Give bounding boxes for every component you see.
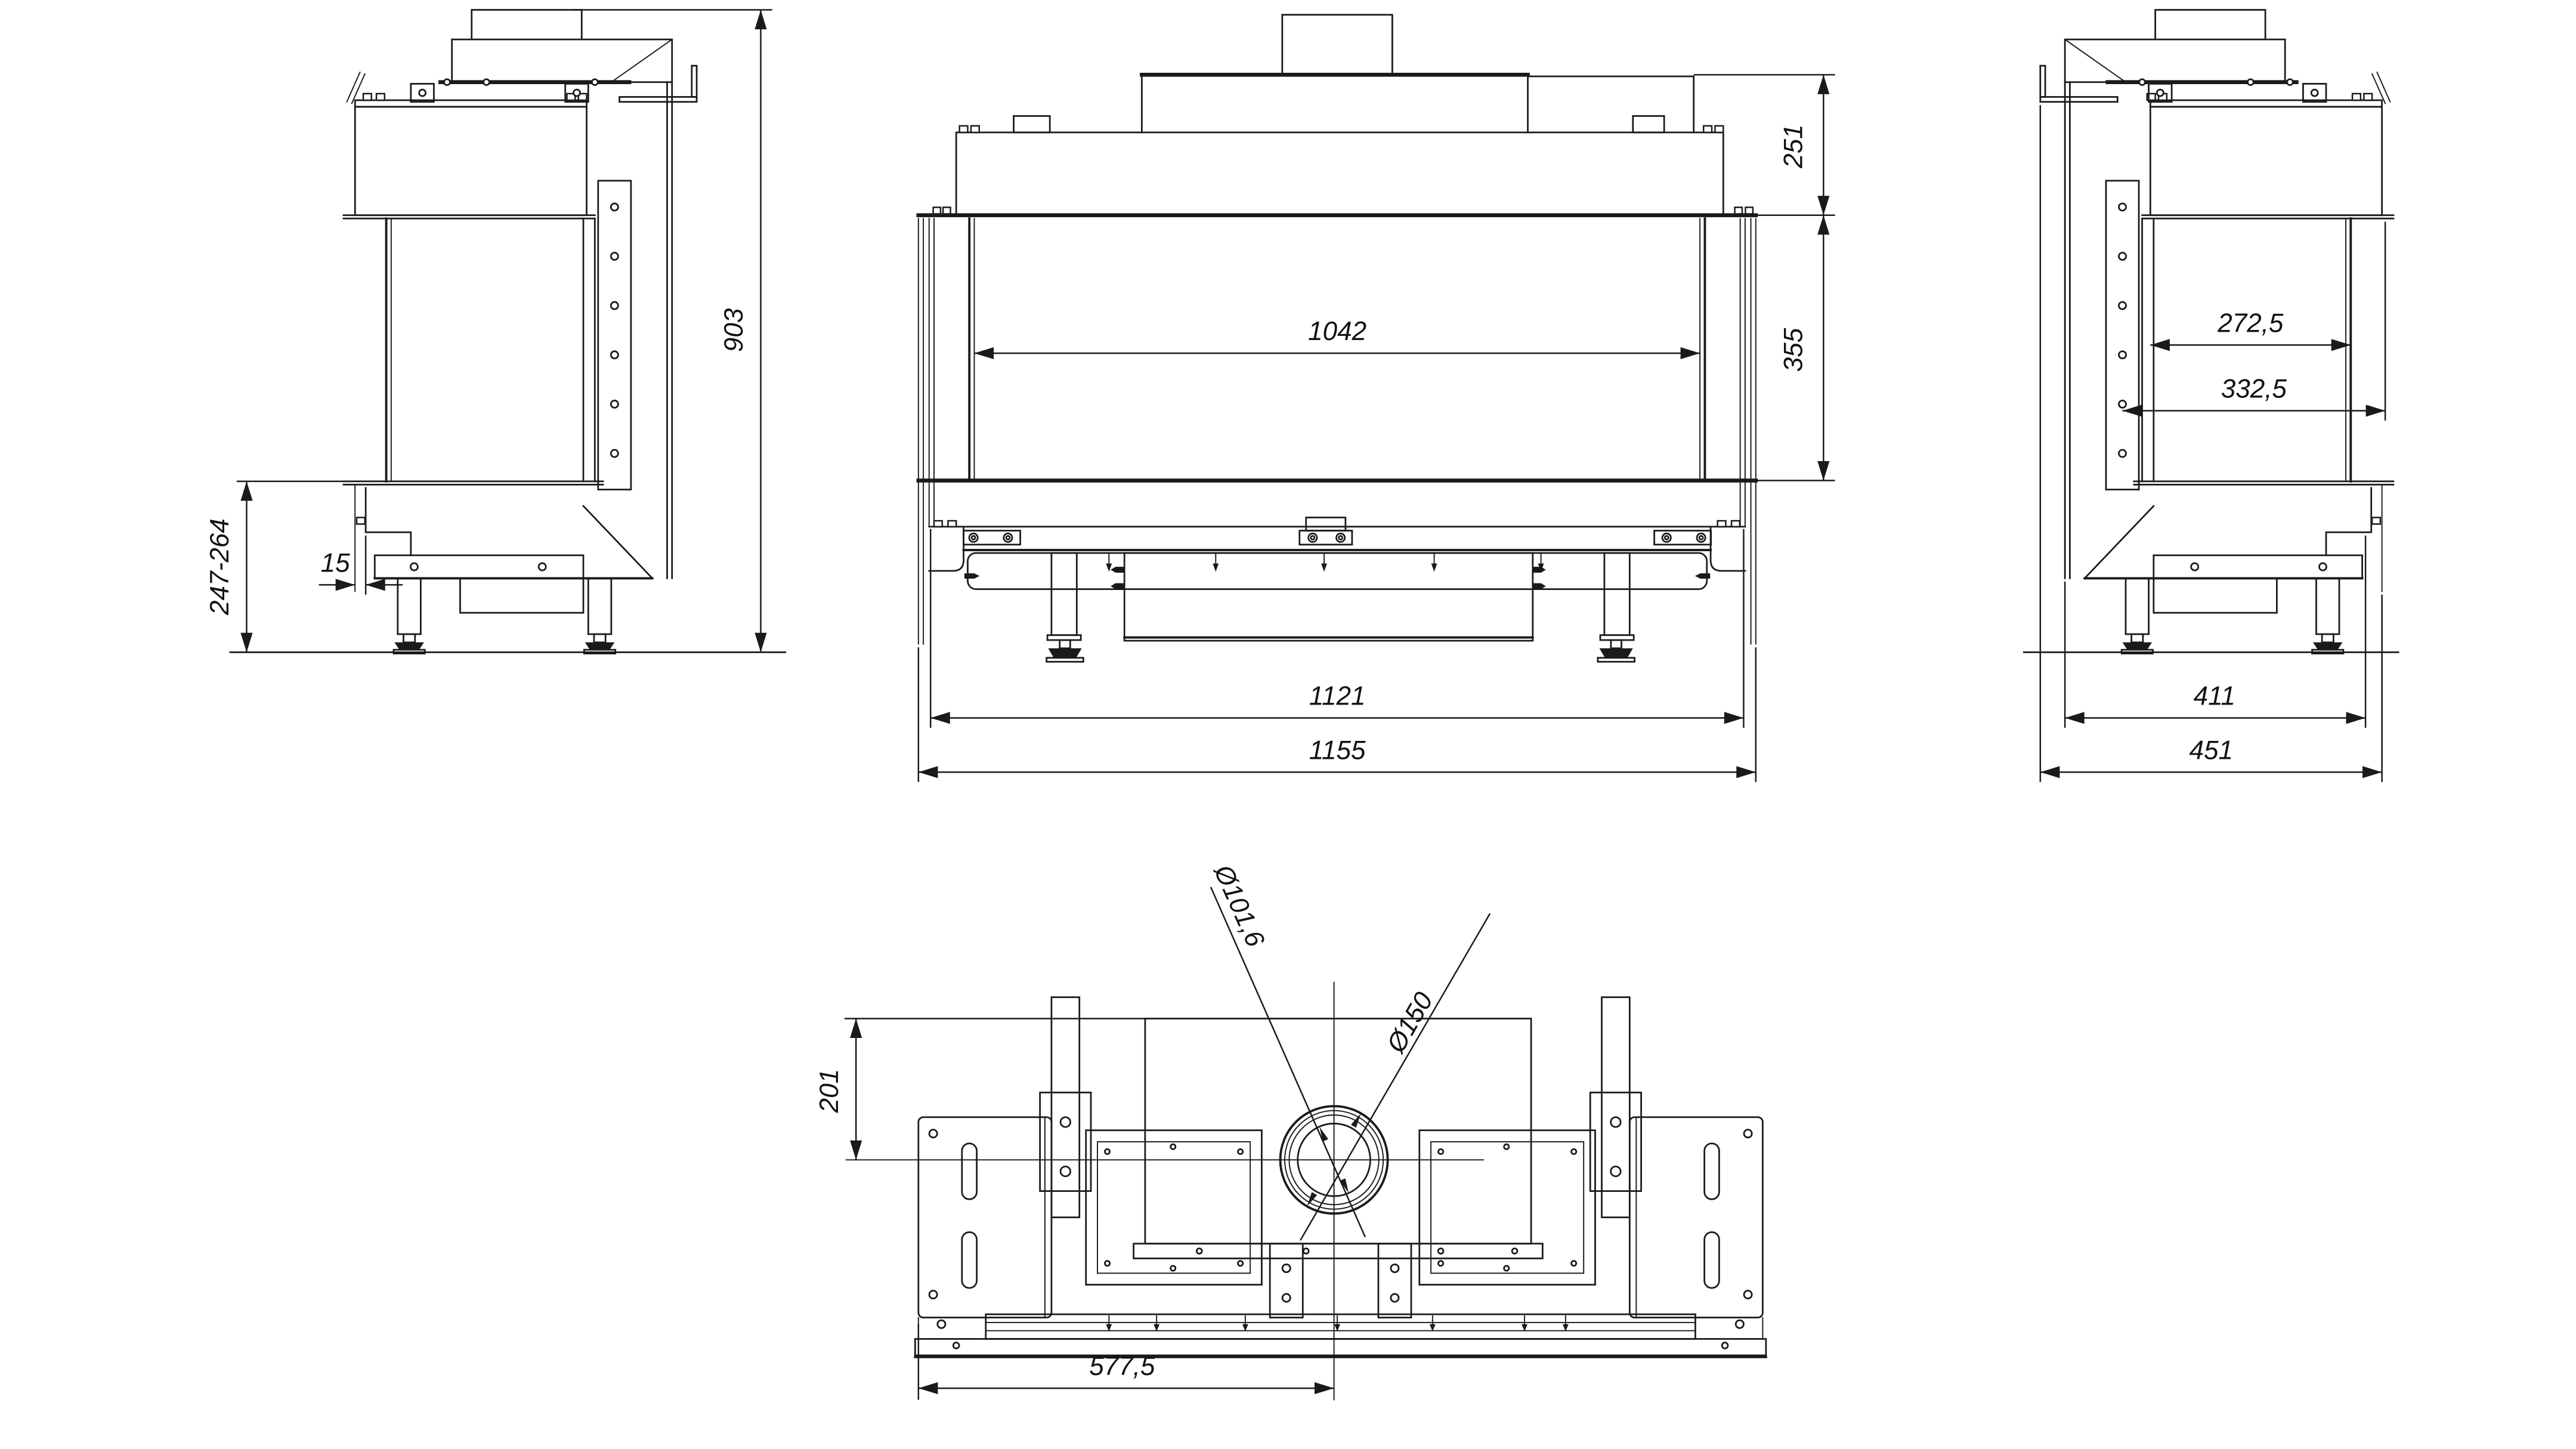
dim-label-1121: 1121 bbox=[1309, 681, 1366, 710]
dim-front-base-width: 1121 bbox=[929, 529, 1745, 728]
dim-right-total-depth: 451 bbox=[2039, 105, 2383, 782]
dim-left-front-offset: 15 bbox=[318, 535, 403, 595]
right-side-view: 272,5 332,5 411 451 bbox=[2023, 9, 2399, 782]
flue-collar bbox=[845, 981, 1485, 1401]
dim-label-451: 451 bbox=[2189, 736, 2233, 765]
dim-right-glass-depth: 272,5 bbox=[2150, 308, 2351, 351]
left-view-body bbox=[229, 9, 787, 654]
dim-label-15: 15 bbox=[321, 548, 350, 577]
dim-right-base-depth: 411 bbox=[2064, 535, 2367, 728]
rail-screw-tips bbox=[1106, 1315, 1569, 1331]
dim-front-total-width: 1155 bbox=[917, 647, 1757, 782]
dim-left-total-height: 903 bbox=[571, 9, 772, 653]
dim-label-251: 251 bbox=[1779, 124, 1808, 168]
right-view-body bbox=[2023, 9, 2399, 654]
dim-plan-flue-axis: 577,5 bbox=[917, 1324, 1334, 1400]
front-view-body bbox=[916, 14, 1758, 663]
dim-label-332-5: 332,5 bbox=[2221, 374, 2287, 403]
dim-right-frame-depth: 332,5 bbox=[2122, 221, 2386, 421]
dim-front-glass-width: 1042 bbox=[974, 317, 1700, 360]
screw-tips bbox=[1106, 553, 1544, 572]
dim-label-577-5: 577,5 bbox=[1089, 1352, 1155, 1381]
dim-left-base-height: 247-264 bbox=[205, 480, 352, 653]
dim-label-1155: 1155 bbox=[1309, 736, 1366, 765]
dim-label-903: 903 bbox=[719, 308, 749, 352]
dim-label-272-5: 272,5 bbox=[2217, 308, 2284, 338]
dim-label-247-264: 247-264 bbox=[205, 518, 234, 616]
dim-plan-flue-to-back: 201 bbox=[815, 1018, 1149, 1160]
dim-label-201: 201 bbox=[815, 1069, 844, 1114]
dim-front-glass-height: 355 bbox=[1755, 215, 1835, 481]
dim-label-411: 411 bbox=[2194, 681, 2235, 710]
front-view: 1042 251 355 1121 1155 bbox=[916, 14, 1835, 782]
left-side-view: 903 247-264 15 bbox=[205, 9, 787, 654]
dim-front-top-section: 251 bbox=[1693, 74, 1835, 217]
plan-view-body bbox=[845, 981, 1767, 1401]
dim-label-1042: 1042 bbox=[1308, 317, 1366, 346]
dim-label-355: 355 bbox=[1779, 328, 1808, 372]
